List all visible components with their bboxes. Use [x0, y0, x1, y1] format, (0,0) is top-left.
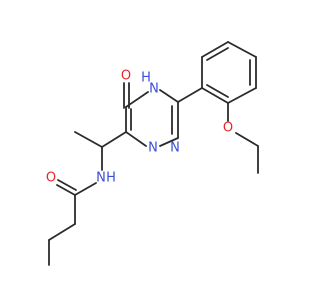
atom-o-amide: O: [46, 171, 56, 186]
phenyl-ring: [177, 41, 257, 104]
side-chain: [74, 131, 127, 196]
molecule-structure: O H N N N N H O O: [46, 41, 259, 266]
atom-n-amide: N: [96, 171, 106, 186]
atom-o-ketone: O: [121, 69, 131, 84]
atom-n2: N: [170, 141, 180, 156]
butanamide-chain: [48, 179, 77, 266]
triazinone-ring: [125, 89, 179, 147]
atom-n1: N: [148, 141, 158, 156]
atom-o-ether: O: [223, 121, 233, 136]
ethoxy-group: [227, 102, 259, 174]
atom-n4: N: [149, 82, 159, 97]
atom-labels: O H N N N N H O O: [46, 69, 233, 186]
atom-n4-h: H: [141, 71, 151, 86]
ring-carbonyl: [123, 82, 130, 109]
atom-n-amide-h: H: [106, 171, 116, 186]
